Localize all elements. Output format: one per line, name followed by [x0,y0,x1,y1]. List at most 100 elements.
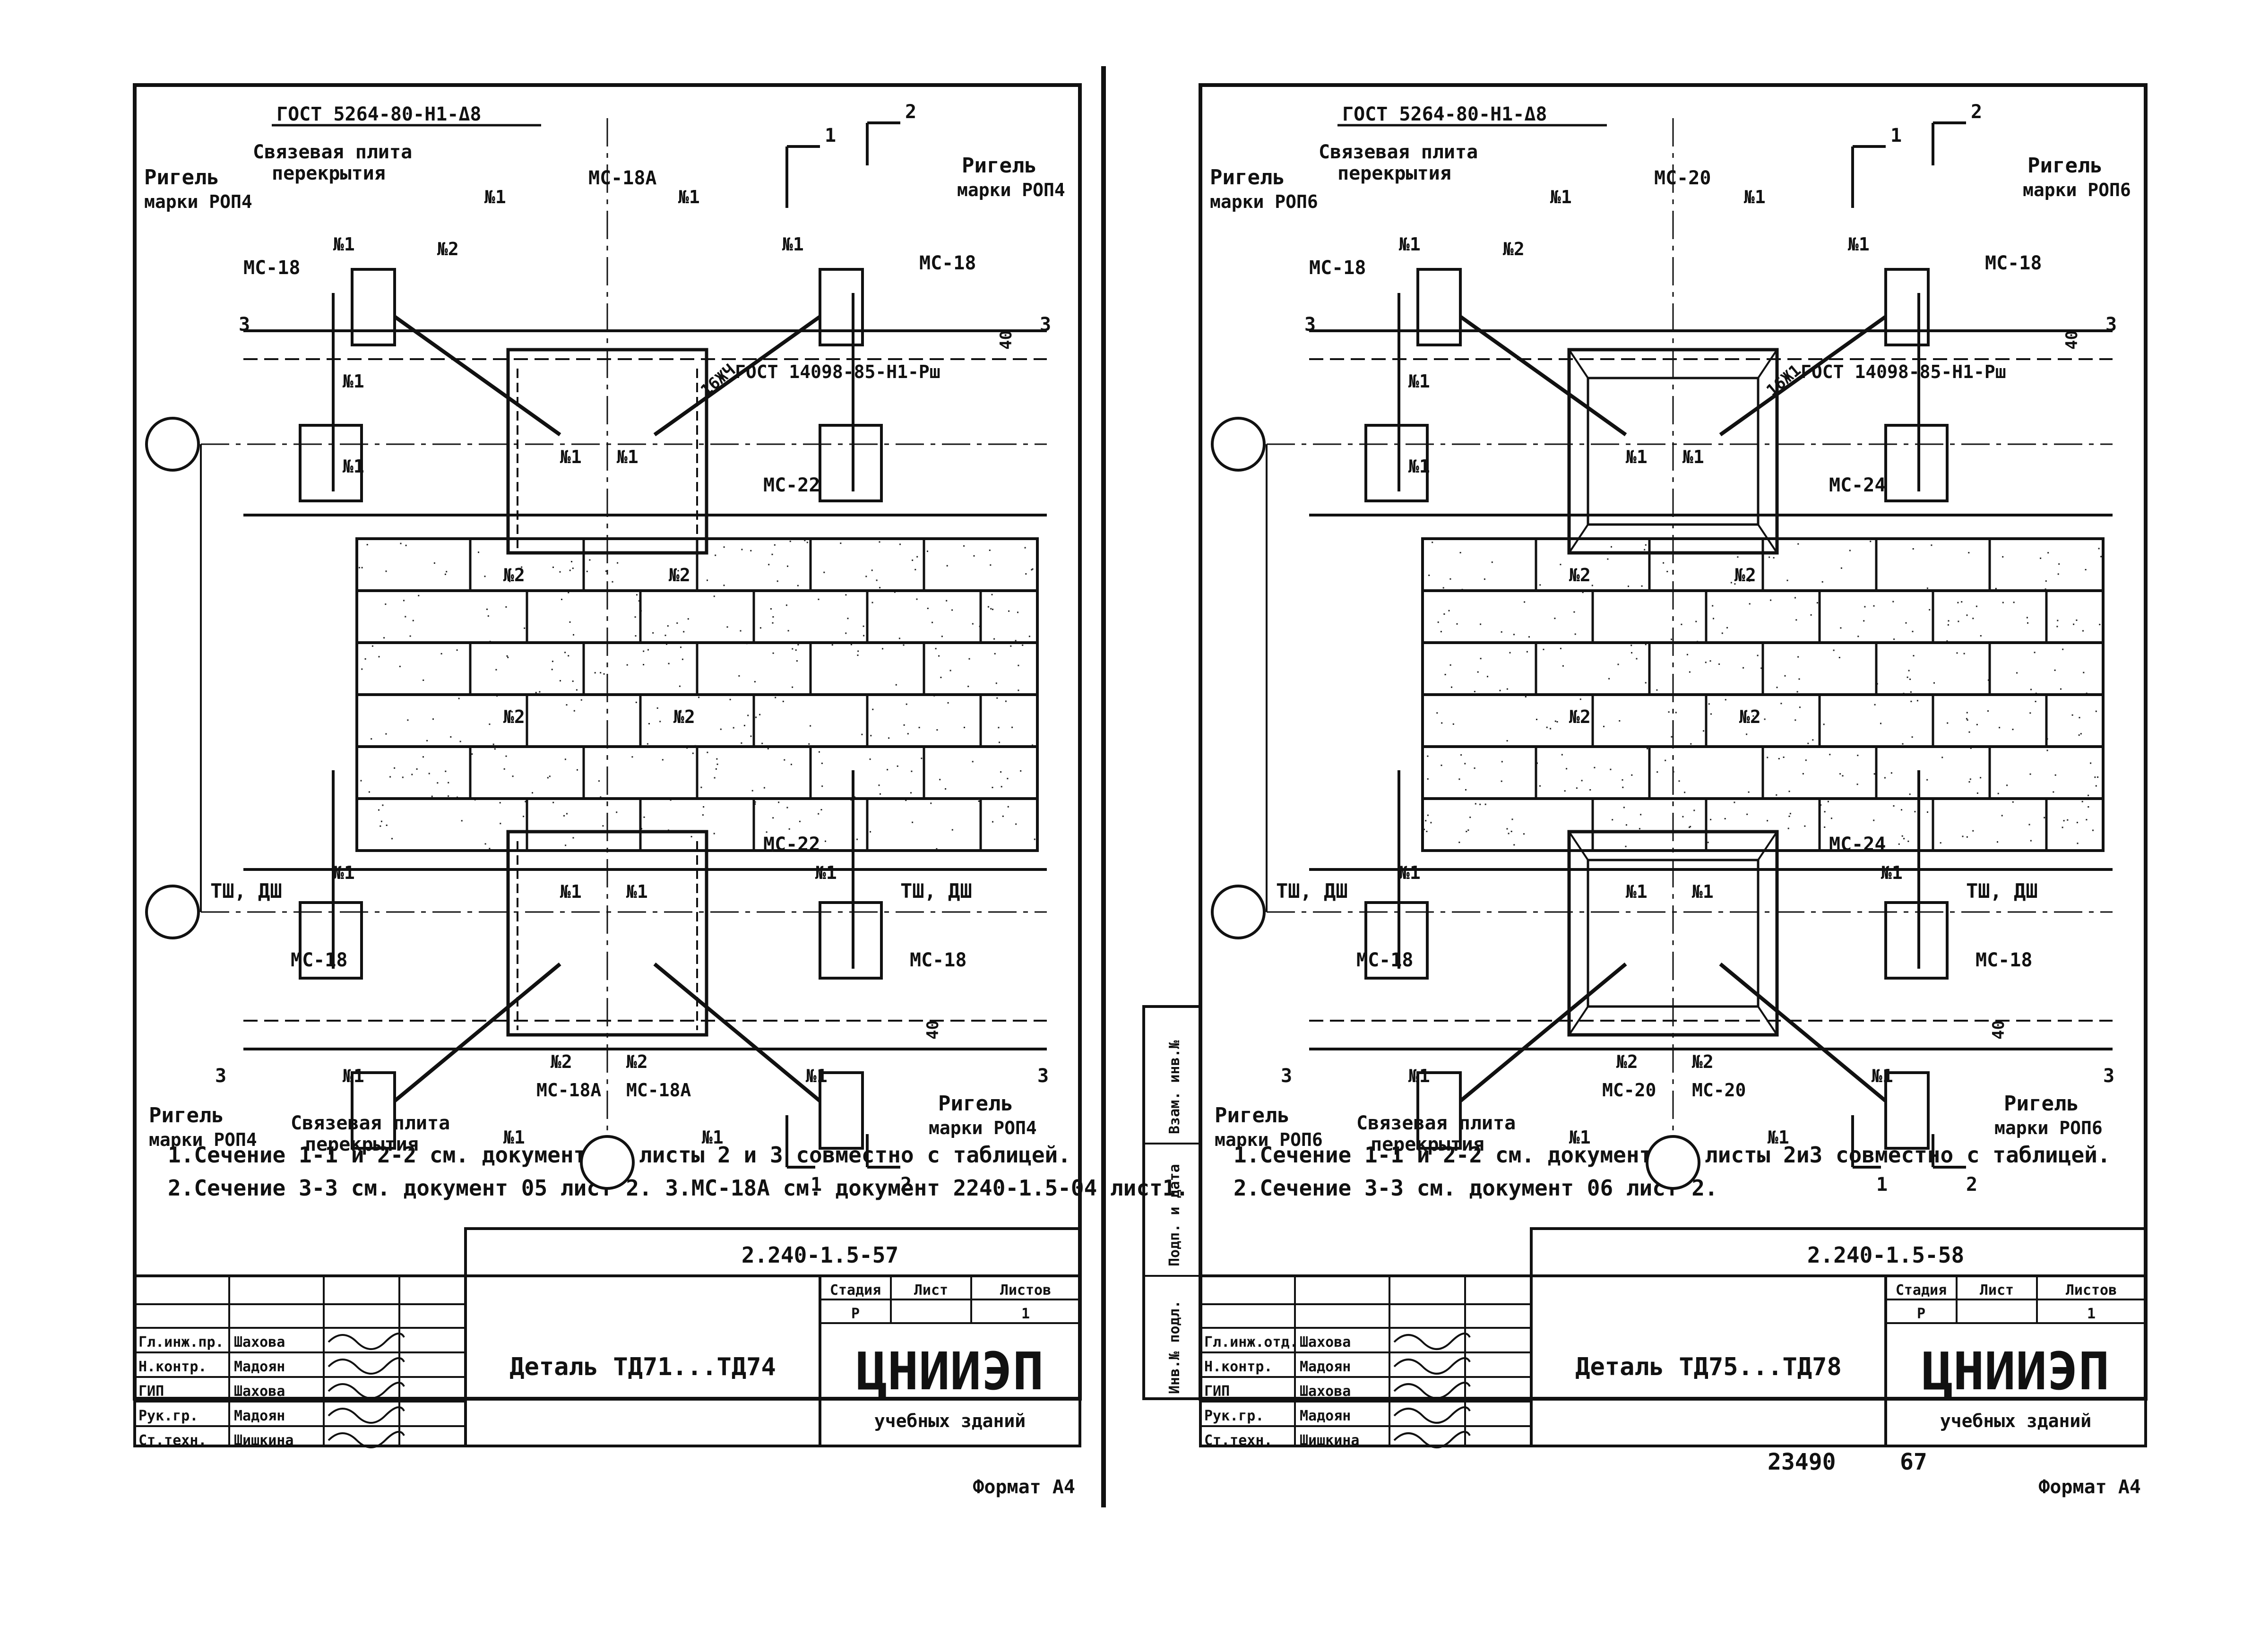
signature-scribble [328,1333,405,1350]
mark-no1: №1 [1767,1127,1789,1148]
doc-code: 2.240-1.5-57 [742,1242,898,1268]
signer-role: Гл.инж.пр. [138,1334,224,1351]
sheets-count: 1 [2087,1306,2096,1322]
bond-plate-label-2: перекрытия [1337,163,1451,184]
signer-name: Шишкина [234,1432,293,1449]
mark-no2: №2 [1739,706,1761,727]
mark-no1: №1 [782,234,804,255]
embedded-pad [299,424,363,502]
signer-role: ГИП [138,1383,164,1400]
signer-role: Гл.инж.отд. [1204,1334,1298,1351]
rigel-label: Ригель [144,165,219,189]
rigel-label: Ригель [1210,165,1285,189]
dimension-40: 40 [923,1020,942,1040]
stage-header: Стадия [830,1282,881,1299]
rigel-mark: марки РОП6 [1994,1118,2103,1138]
signer-name: Мадоян [234,1359,285,1375]
rigel-label: Ригель [149,1103,224,1127]
mark-no1: №1 [484,187,506,207]
signature-scribble [1393,1382,1471,1399]
ms-label: МС-20 [1692,1080,1746,1101]
drawing-title: Деталь ТД75...ТД78 [1575,1353,1842,1381]
embedded-pad [1884,901,1949,980]
mark-no2: №2 [1502,239,1525,259]
section-number: 3 [1281,1065,1292,1087]
mark-no1: №1 [1625,881,1648,902]
mark-no2: №2 [550,1051,572,1072]
bond-plate-label: Связевая плита [253,141,412,163]
ms-label: МС-18 [919,252,976,274]
mark-no1: №1 [1408,456,1430,477]
anchor-box [1416,268,1462,346]
stage-value: Р [1917,1306,1925,1322]
mark-no2: №2 [1691,1051,1714,1072]
ms-center-label: МС-24 [1829,834,1886,855]
embedded-pad [819,901,883,980]
side-strip [1142,1005,1202,1400]
embedded-pad [1364,901,1429,980]
stage-block [1884,1274,2147,1447]
dimension-40: 40 [997,330,1016,350]
ms-label: МС-18 [910,949,966,971]
embedded-pad [1884,424,1949,502]
sheets-header: Листов [2066,1282,2117,1299]
column-node-bottom [506,830,708,1037]
chamfer [1568,349,1589,379]
signer-role: Ст.техн. [1204,1432,1273,1449]
chamfer [1757,349,1778,379]
org-subtitle: учебных зданий [1940,1411,2091,1431]
org-name: ЦНИИЭП [856,1341,1044,1402]
mark-no1: №1 [616,447,638,467]
section-number: 1 [825,125,836,146]
anchor-box [1416,1071,1462,1150]
mark-no1: №1 [701,1127,724,1148]
signature-scribble [1393,1333,1471,1350]
mark-no1: №1 [1871,1066,1893,1086]
ms-label: МС-18А [536,1080,601,1101]
format-label: Формат А4 [973,1476,1075,1498]
mark-no2: №2 [503,706,525,727]
dimension-40: 40 [1989,1020,2008,1040]
ms-label: МС-18 [1309,257,1366,279]
bond-plate-label: Связевая плита [1356,1112,1516,1134]
mark-no1: №1 [333,862,355,883]
stage-value: Р [851,1306,860,1322]
inclined-anchor [1719,315,1887,437]
embedded-pad [1364,424,1429,502]
chamfer [1757,1006,1778,1036]
mark-no1: №1 [333,234,355,255]
signature-scribble [328,1357,405,1375]
anchor-box [1884,1071,1930,1150]
signature-scribble [1393,1431,1471,1448]
rigel-label: Ригель [962,154,1037,178]
anchor-box [1884,268,1930,346]
mark-no1: №1 [1847,234,1870,255]
signer-role: Ст.техн. [138,1432,207,1449]
side-strip-replace: Взам. инв.№ [1166,1040,1183,1134]
mark-no2: №2 [668,565,690,585]
mark-no1: №1 [342,1066,364,1086]
rigel-mark: марки РОП4 [144,191,252,212]
ms-center-label: МС-22 [763,474,820,496]
sheet-header: Лист [914,1282,948,1299]
mark-no1: №1 [560,447,582,467]
signer-role: Н.контр. [1204,1359,1273,1375]
signature-scribble [328,1431,405,1448]
mark-no1: №1 [1398,234,1421,255]
mark-no1: №1 [815,862,837,883]
org-name: ЦНИИЭП [1922,1341,2109,1402]
signer-role: Н.контр. [138,1359,207,1375]
mark-no1: №1 [626,881,648,902]
rigel-label: Ригель [1215,1103,1290,1127]
mark-no1: №1 [678,187,700,207]
signer-role: ГИП [1204,1383,1230,1400]
sheet-frame [133,83,1082,1401]
ms-label: МС-18 [291,949,347,971]
org-subtitle: учебных зданий [874,1411,1026,1431]
ms-label: МС-18 [1356,949,1413,971]
mark-no1: №1 [1743,187,1766,207]
section-number: 2 [900,1174,912,1196]
rigel-mark: марки РОП6 [2023,180,2131,200]
stage-block [819,1274,1081,1447]
chamfer [1757,831,1778,861]
